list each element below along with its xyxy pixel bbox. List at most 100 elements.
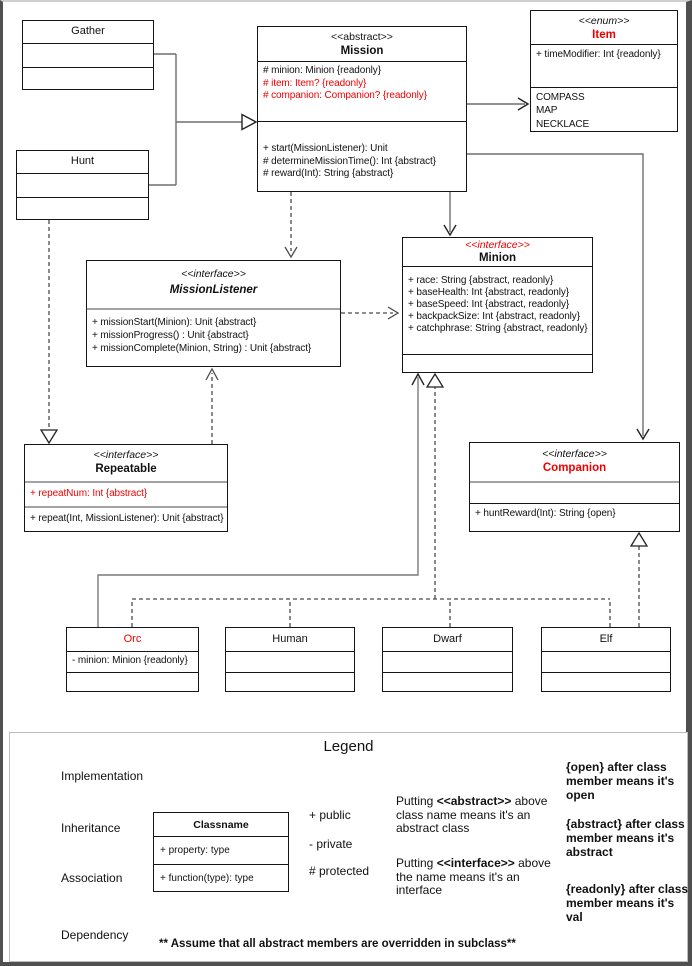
method: + start(MissionListener): Unit — [263, 143, 388, 154]
class-header: <<interface>> Minion — [403, 238, 592, 266]
legend-note-interface: Putting <<interface>> above the name mea… — [396, 856, 568, 898]
association-mission-to-item — [467, 97, 530, 111]
attribute: - minion: Minion {readonly} — [72, 655, 188, 666]
class-name: Item — [592, 29, 616, 41]
empty-methods-section — [23, 67, 153, 89]
empty-methods-section — [67, 672, 198, 691]
legend-note-readonly: {readonly} after class member means it's… — [566, 882, 689, 924]
implementation-hunt-to-repeatable — [39, 220, 59, 445]
stereotype-label: <<interface>> — [93, 449, 159, 461]
methods-section: + huntReward(Int): String {open} — [470, 503, 679, 531]
dependency-mission-to-missionlistener — [284, 192, 298, 259]
dependency-missionlistener-to-minion — [341, 306, 400, 320]
attribute: + baseHealth: Int {abstract, readonly} — [408, 287, 570, 298]
note-text: above the name means it's an interface — [396, 856, 551, 897]
methods-section: + start(MissionListener): Unit # determi… — [258, 121, 466, 191]
class-header: <<enum>> Item — [531, 11, 677, 44]
legend-label-association: Association — [61, 871, 123, 885]
class-name: Companion — [542, 462, 607, 474]
attribute: # item: Item? {readonly} — [263, 77, 367, 89]
methods-section: + repeat(Int, MissionListener): Unit {ab… — [25, 506, 227, 531]
attributes-section: # minion: Minion {readonly} # item: Item… — [258, 61, 466, 121]
class-header: <<interface>> Companion — [470, 443, 679, 481]
empty-methods-section — [383, 672, 512, 691]
association-mission-to-minion — [443, 192, 457, 237]
class-name: Hunt — [70, 155, 95, 167]
class-name: Human — [272, 633, 308, 645]
dependency-repeatable-to-missionlistener — [205, 367, 219, 444]
empty-attributes-section — [17, 173, 148, 197]
attributes-section: + race: String {abstract, readonly} + ba… — [403, 266, 592, 354]
class-box-hunt: Hunt — [16, 150, 149, 220]
stereotype-label: <<interface>> — [181, 268, 246, 280]
attributes-section: - minion: Minion {readonly} — [67, 651, 198, 672]
method: + repeat(Int, MissionListener): Unit {ab… — [30, 513, 224, 524]
method: # determineMissionTime(): Int {abstract} — [263, 155, 436, 167]
empty-attributes-section — [542, 651, 670, 672]
enum-value: MAP — [536, 105, 558, 116]
stereotype-label: <<enum>> — [578, 15, 630, 27]
class-name: Gather — [71, 25, 105, 37]
class-header: <<interface>> Repeatable — [25, 445, 227, 481]
empty-methods-section — [226, 672, 354, 691]
class-name: Elf — [599, 633, 613, 645]
legend-title: Legend — [323, 738, 374, 755]
empty-methods-section — [403, 354, 592, 372]
implementation-elf-to-companion — [629, 531, 649, 627]
stereotype-label: <<interface>> — [542, 448, 607, 460]
enum-values-section: COMPASS MAP NECKLACE — [531, 86, 677, 132]
attribute: + backpackSize: Int {abstract, readonly} — [408, 311, 580, 322]
class-box-item: <<enum>> Item + timeModifier: Int {reado… — [530, 10, 678, 132]
attribute: + catchphrase: String {abstract, readonl… — [408, 323, 588, 334]
class-name: Minion — [478, 252, 517, 264]
method: + missionStart(Minion): Unit {abstract} — [92, 317, 257, 328]
class-name: Repeatable — [95, 463, 157, 475]
class-box-dwarf: Dwarf — [382, 627, 513, 692]
note-text: Putting — [396, 794, 437, 808]
legend-footnote: ** Assume that all abstract members are … — [159, 938, 516, 950]
class-box-orc: Orc - minion: Minion {readonly} — [66, 627, 199, 692]
method: + missionProgress() : Unit {abstract} — [92, 330, 249, 341]
legend-note-abstract: Putting <<abstract>> above class name me… — [396, 794, 568, 836]
empty-methods-section — [17, 197, 148, 219]
class-header: <<interface>> MissionListener — [87, 261, 340, 308]
legend-panel: Legend — [9, 732, 688, 962]
attribute: # minion: Minion {readonly} — [263, 65, 381, 76]
attributes-section: + timeModifier: Int {readonly} — [531, 44, 677, 86]
attribute: # companion: Companion? {readonly} — [263, 90, 427, 101]
legend-visibility-public: + public — [309, 808, 351, 822]
empty-attributes-section — [470, 481, 679, 503]
enum-value: NECKLACE — [536, 118, 590, 130]
class-name: Orc — [123, 633, 142, 645]
attribute: + baseSpeed: Int {abstract, readonly} — [408, 299, 570, 310]
legend-label-dependency: Dependency — [61, 928, 129, 942]
class-name: Dwarf — [433, 633, 462, 645]
sample-function-row: + function(type): type — [154, 864, 288, 891]
legend-note-abstract-member: {abstract} after class member means it's… — [566, 817, 685, 859]
class-name: MissionListener — [169, 284, 258, 296]
class-box-repeatable: <<interface>> Repeatable + repeatNum: In… — [24, 444, 228, 532]
empty-attributes-section — [23, 43, 153, 67]
legend-visibility-private: - private — [309, 837, 353, 851]
legend-label-inheritance: Inheritance — [61, 821, 121, 835]
inheritance-gather-hunt-to-mission — [149, 53, 258, 186]
legend-sample-classbox: Classname + property: type + function(ty… — [153, 812, 289, 892]
class-box-gather: Gather — [22, 20, 154, 90]
empty-methods-section — [542, 672, 670, 691]
attributes-section: + repeatNum: Int {abstract} — [25, 481, 227, 506]
legend-label-implementation: Implementation — [61, 769, 144, 783]
class-header: <<abstract>> Mission — [258, 27, 466, 61]
class-name: Mission — [340, 45, 384, 57]
legend-note-open: {open} after class member means it's ope… — [566, 760, 675, 802]
note-text: Putting — [396, 856, 437, 870]
sample-property-row: + property: type — [154, 836, 288, 864]
attribute: + timeModifier: Int {readonly} — [536, 49, 661, 61]
class-box-mission: <<abstract>> Mission # minion: Minion {r… — [257, 26, 467, 192]
note-text: above class name means it's an abstract … — [396, 794, 548, 835]
class-box-human: Human — [225, 627, 355, 692]
empty-attributes-section — [383, 651, 512, 672]
empty-attributes-section — [226, 651, 354, 672]
sample-class-name: Classname — [193, 818, 249, 831]
legend-visibility-protected: # protected — [309, 864, 370, 878]
